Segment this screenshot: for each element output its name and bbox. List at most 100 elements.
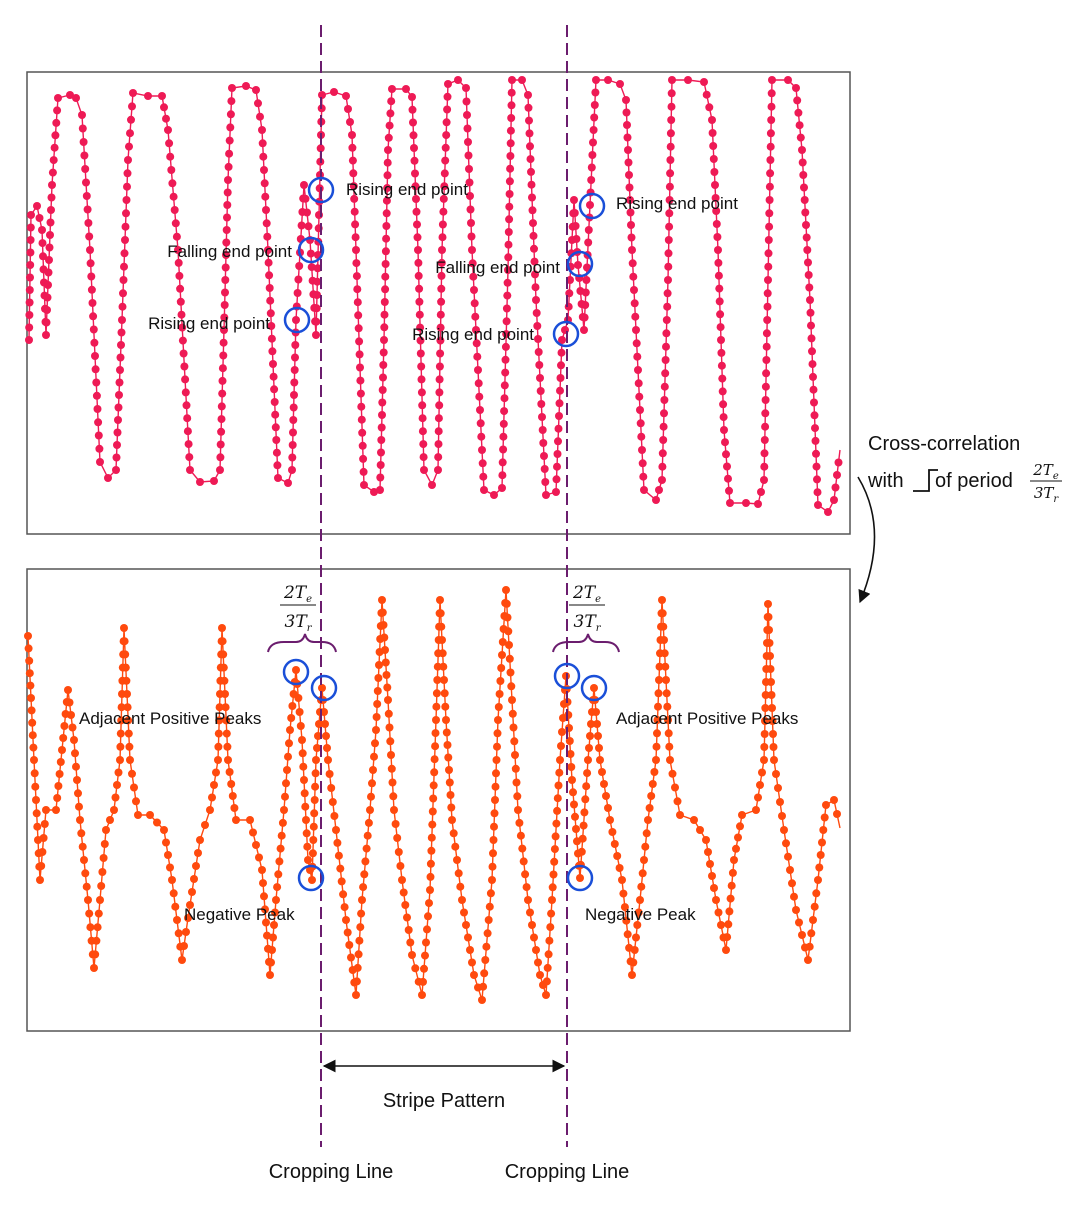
sample-dot [668, 769, 677, 778]
sample-dot [261, 905, 269, 914]
sample-dot [381, 272, 390, 281]
bottom-panel-frame [26, 568, 851, 1032]
sample-dot [168, 876, 176, 884]
sample-dot [758, 768, 766, 777]
sample-dot [595, 744, 603, 752]
sample-dot [174, 258, 183, 267]
sample-dot [432, 716, 440, 724]
sample-dot [766, 142, 775, 151]
sample-dot [76, 816, 84, 824]
sample-dot [117, 328, 126, 337]
sample-dot [532, 296, 540, 304]
sample-dot [484, 916, 493, 924]
sample-dot [415, 310, 424, 319]
sample-dot [820, 813, 829, 822]
sample-dot [437, 297, 446, 306]
sample-dot [504, 228, 513, 236]
sample-dot [25, 286, 34, 294]
sample-dot [801, 208, 810, 217]
sample-dot [428, 807, 437, 816]
sample-dot [46, 218, 55, 227]
sample-dot [356, 363, 364, 372]
sample-dot [262, 918, 270, 927]
svg-text:3Tr: 3Tr [1034, 484, 1060, 505]
sample-dot [434, 427, 443, 436]
sample-dot [498, 458, 507, 467]
sample-dot [815, 863, 824, 872]
sample-dot [117, 341, 125, 349]
sample-dot [613, 852, 622, 860]
sample-dot [258, 126, 266, 134]
sample-dot [126, 756, 134, 764]
sample-dot [416, 336, 425, 345]
sample-dot [303, 842, 312, 851]
sample-dot [414, 258, 423, 267]
sample-dot [429, 794, 438, 803]
marker-ring [553, 662, 581, 690]
sample-dot [27, 211, 35, 219]
sample-dot [26, 273, 34, 282]
sample-dot [766, 156, 775, 164]
sample-dot [796, 133, 805, 142]
sample-dot [439, 194, 448, 203]
sample-dot [379, 348, 388, 357]
sample-dot [433, 676, 442, 684]
sample-dot [494, 703, 503, 711]
sample-dot [555, 412, 563, 420]
sample-dot [144, 92, 152, 100]
sample-dot [767, 116, 776, 124]
label-negative-peak: Negative Peak [184, 905, 295, 924]
sample-dot [627, 233, 636, 242]
sample-dot [587, 176, 596, 184]
sample-dot [126, 129, 134, 138]
sample-dot [116, 729, 125, 738]
sample-dot [379, 621, 388, 629]
sample-dot [448, 816, 456, 824]
sample-dot [351, 220, 360, 229]
sample-dot [567, 763, 576, 771]
sample-dot [172, 232, 181, 241]
sample-dot [401, 901, 410, 909]
sample-dot [42, 806, 50, 814]
sample-dot [260, 166, 268, 174]
sample-dot [419, 977, 427, 986]
sample-dot [410, 144, 418, 152]
sample-dot [330, 812, 339, 820]
sample-dot [96, 458, 104, 466]
sample-dot [454, 76, 462, 84]
sample-dot [113, 781, 121, 789]
sample-dot [312, 317, 321, 326]
sample-dot [345, 941, 354, 949]
sample-dot [588, 151, 597, 159]
sample-dot [432, 689, 441, 698]
sample-dot [110, 806, 118, 814]
sample-dot [532, 946, 540, 954]
sample-dot [598, 768, 606, 776]
sample-dot [763, 302, 772, 311]
sample-dot [589, 138, 597, 147]
sample-dot [534, 335, 542, 343]
sample-dot [225, 768, 234, 776]
sample-dot [443, 92, 452, 101]
sample-dot [184, 914, 192, 922]
label-falling-end-point: Falling end point [167, 242, 292, 261]
sample-dot [736, 822, 744, 831]
sample-dot [201, 821, 209, 829]
sample-dot [507, 101, 516, 110]
sample-dot [190, 875, 198, 883]
sample-dot [764, 613, 773, 621]
sample-dot [86, 246, 94, 254]
sample-dot [648, 780, 657, 788]
sample-dot [380, 298, 389, 306]
sample-dot [435, 401, 444, 410]
sample-dot [630, 299, 639, 308]
sample-dot [299, 762, 308, 771]
sample-dot [761, 396, 770, 404]
sample-dot [508, 696, 516, 704]
sample-dot [628, 259, 637, 268]
sample-dot [171, 219, 180, 228]
sample-dot [410, 156, 419, 165]
sample-dot [653, 729, 661, 738]
sample-dot [615, 864, 624, 872]
sample-dot [219, 663, 228, 672]
